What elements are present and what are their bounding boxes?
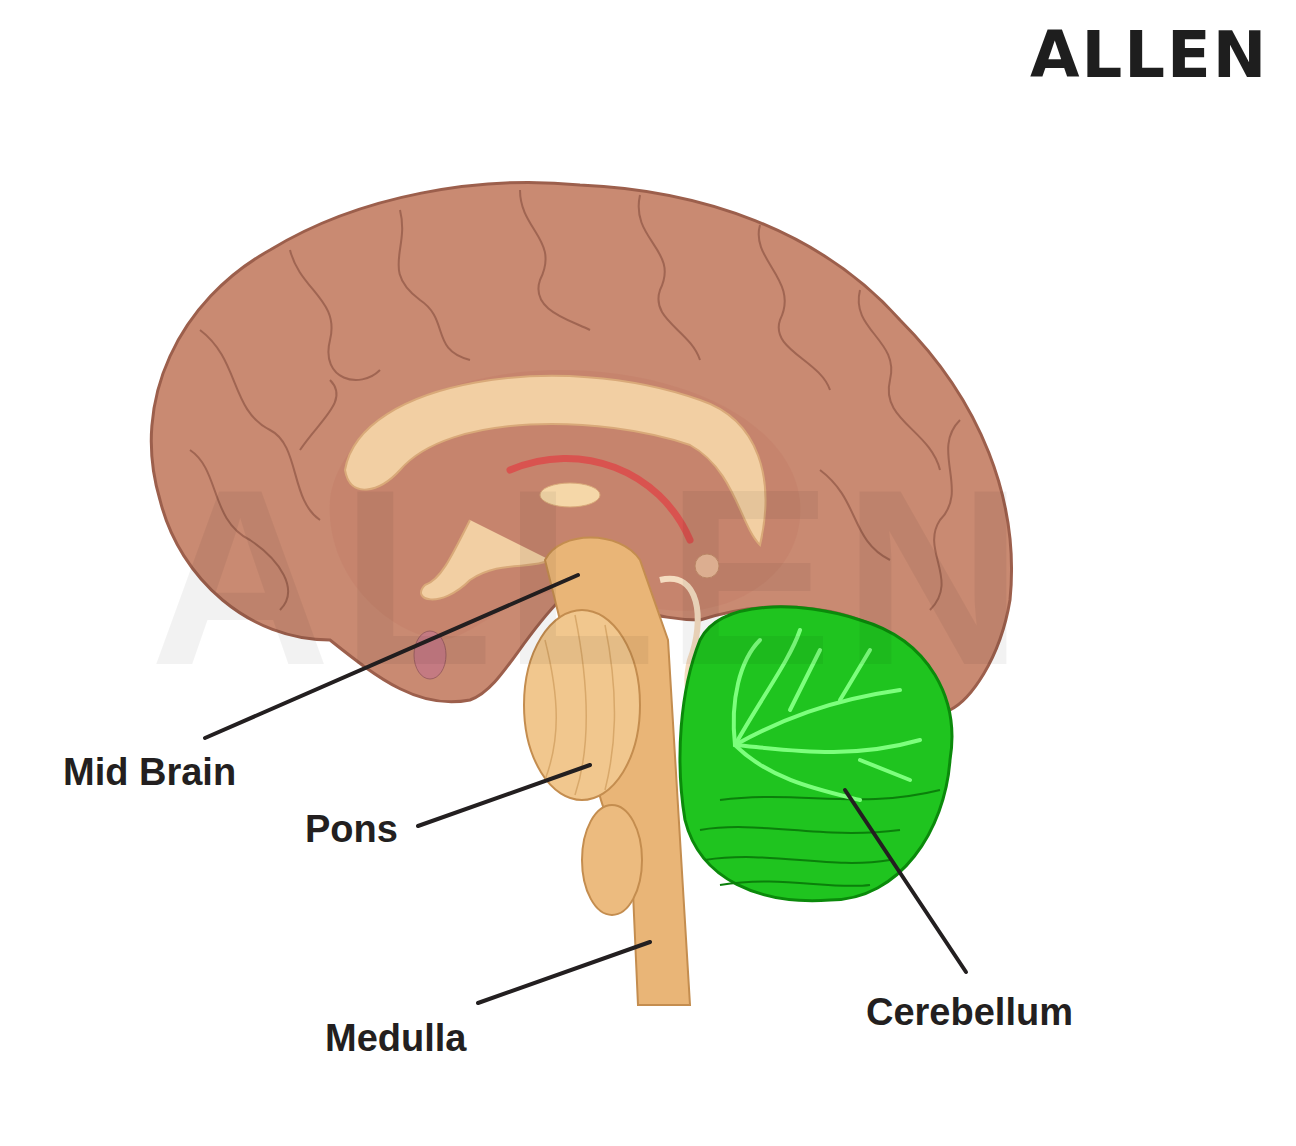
watermark: ALLEN [150, 440, 1033, 715]
folia [700, 790, 940, 886]
logo-text: ALLEN [1030, 20, 1268, 90]
leader-lines [205, 575, 966, 1003]
corpus-callosum [345, 376, 765, 545]
optic-tract [421, 520, 550, 599]
part-label: Mid Brain [63, 752, 236, 794]
cerebellum [680, 607, 952, 901]
fornix [510, 458, 690, 540]
part-label: Cerebellum [866, 992, 1073, 1034]
leader-line [205, 575, 578, 738]
leader-line [478, 942, 650, 1003]
arbor-vitae [734, 630, 920, 800]
pons-bulge [524, 610, 640, 800]
part-label: Pons [305, 809, 398, 851]
pineal [695, 554, 719, 578]
leader-line [845, 790, 966, 972]
part-label: Medulla [325, 1018, 466, 1060]
leader-line [418, 765, 590, 826]
medulla-bulge [582, 805, 642, 915]
thalamus-mark [540, 483, 600, 507]
